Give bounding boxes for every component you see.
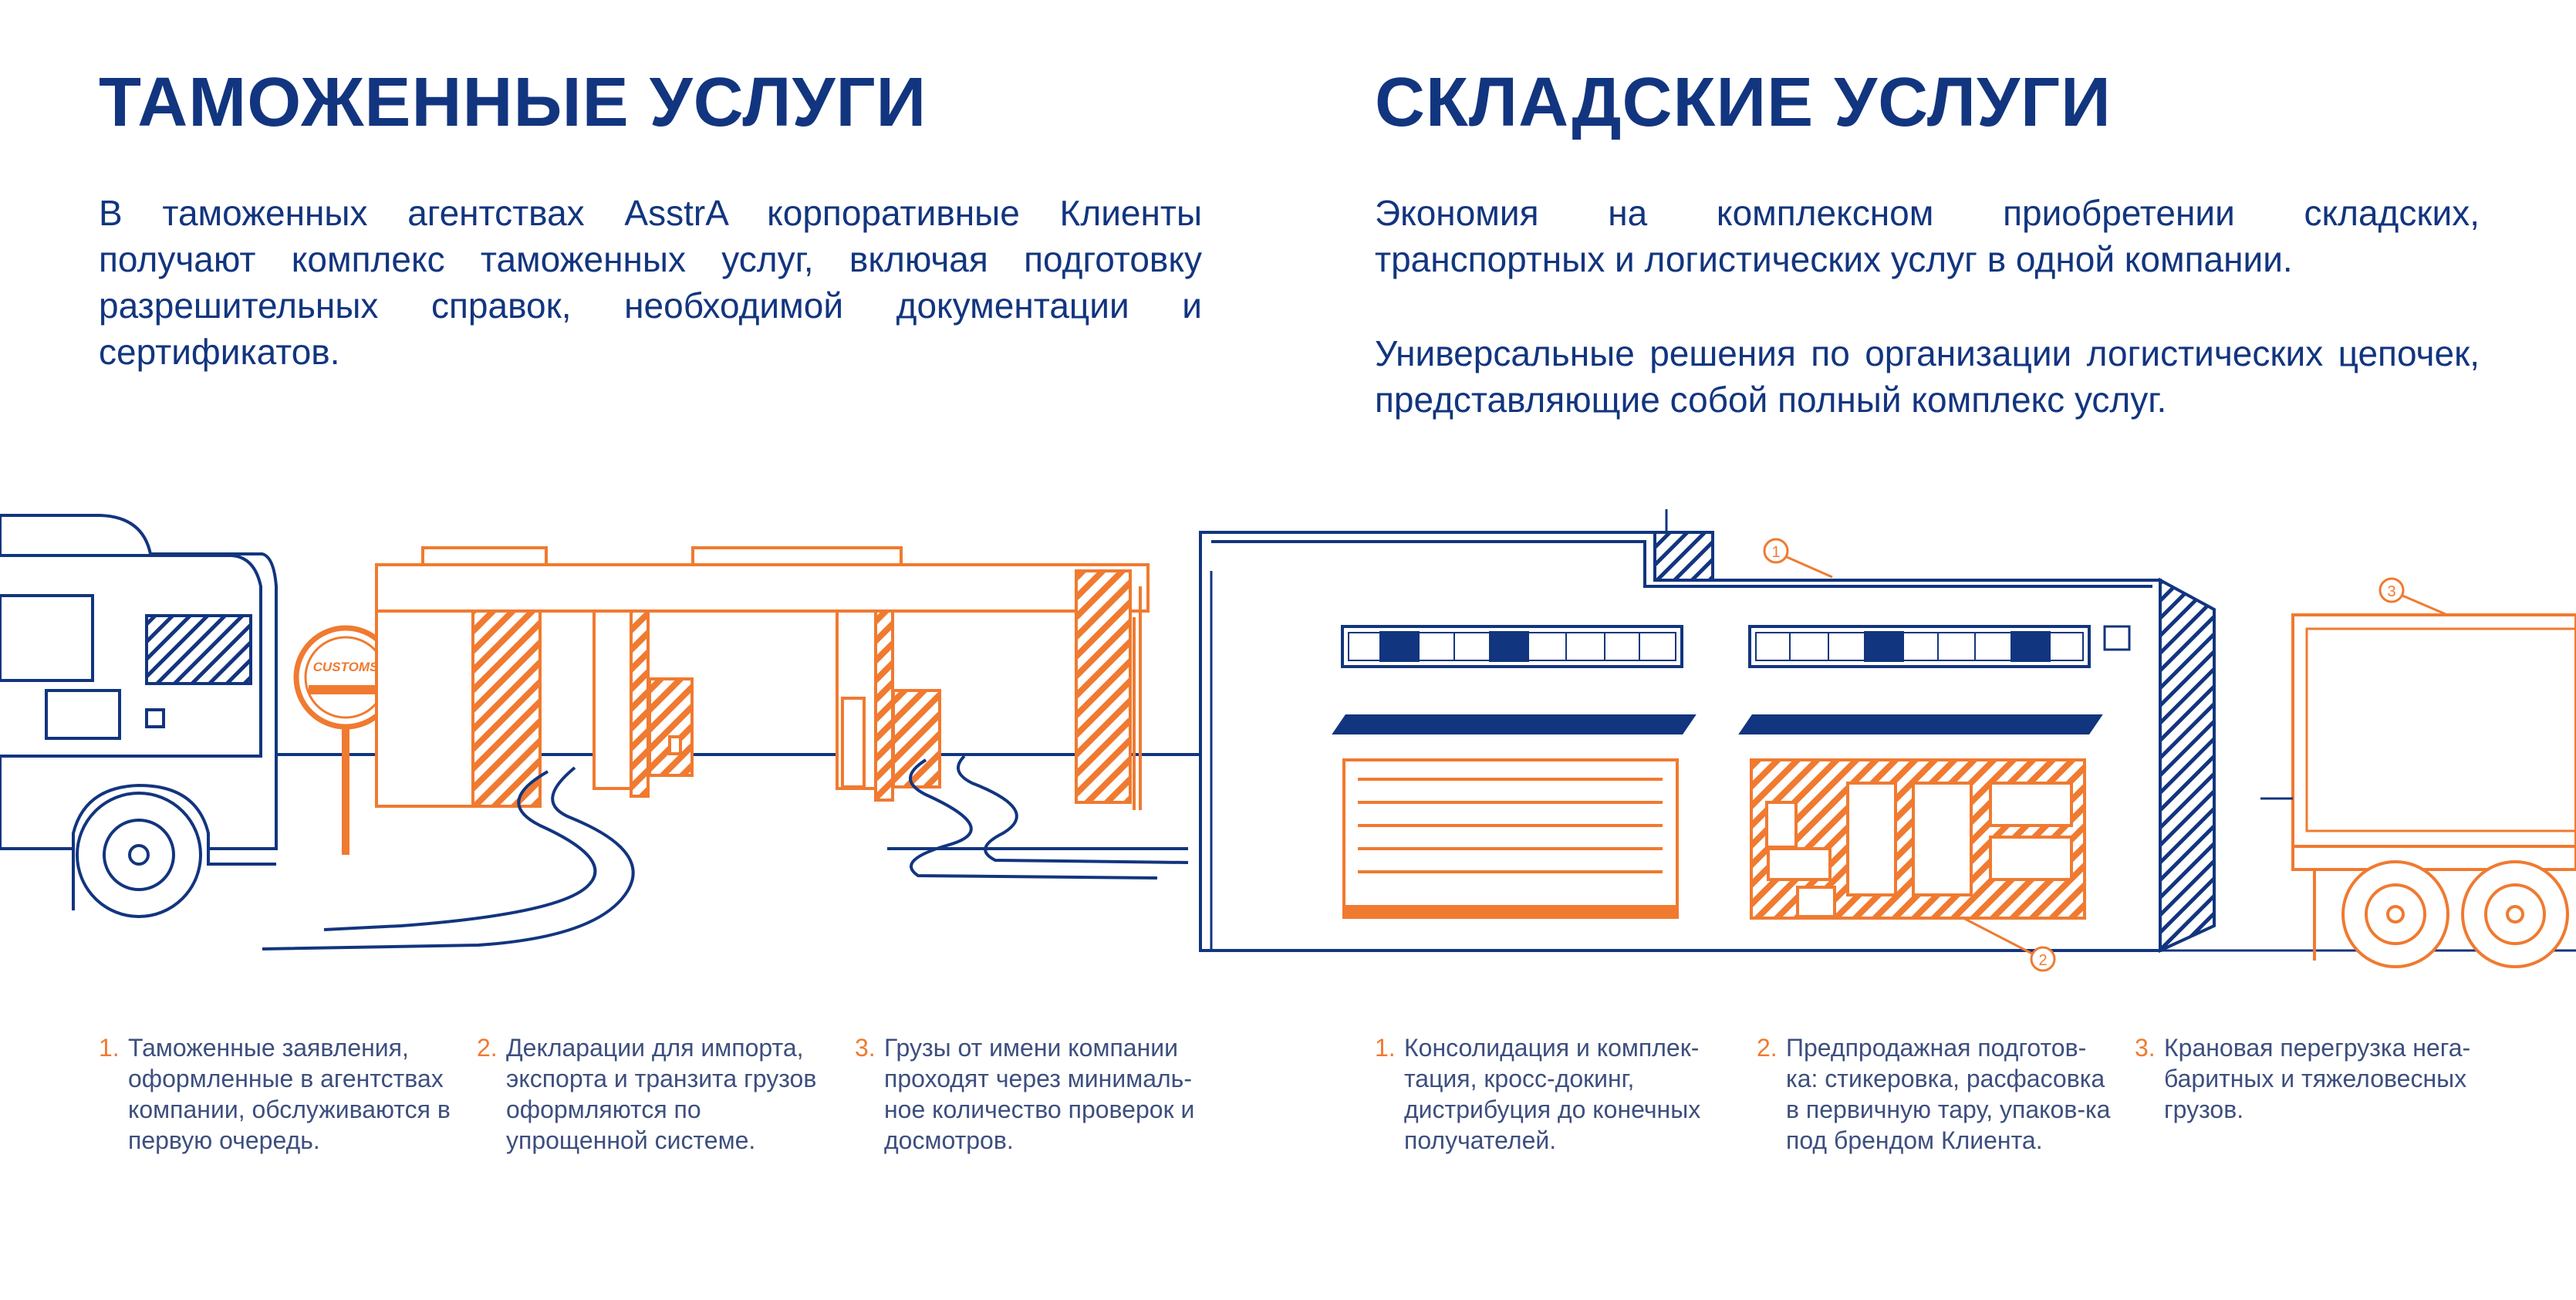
road-icon: [262, 755, 1189, 951]
customs-sign-icon: CUSTOMS: [293, 625, 398, 855]
trailer-icon: [2260, 613, 2576, 968]
warehouse-title: СКЛАДСКИЕ УСЛУГИ: [1375, 64, 2112, 141]
list-item: 1.Консолидация и комплек-тация, кросс-до…: [1375, 1034, 1701, 1154]
logistics-illustration: CUSTOMS: [0, 509, 2576, 972]
customs-title: ТАМОЖЕННЫЕ УСЛУГИ: [99, 64, 927, 141]
truck-cab-icon: [0, 514, 278, 918]
customs-paragraph: В таможенных агентствах AsstrA корпорати…: [99, 193, 1202, 372]
warehouse-paragraph-2: Универсальные решения по организации лог…: [1375, 333, 2480, 420]
svg-text:2: 2: [2038, 952, 2047, 969]
list-item: 3.Крановая перегрузка нега-баритных и тя…: [2135, 1034, 2471, 1123]
list-item: 3.Грузы от имени компании проходят через…: [855, 1034, 1195, 1154]
callout-3: 3: [2378, 577, 2446, 616]
customs-checkpoint-icon: [375, 546, 1150, 810]
list-item: 2.Предпродажная подготов-ка: стикеровка,…: [1757, 1034, 2111, 1154]
warehouse-paragraph-1: Экономия на комплексном приобретении скл…: [1375, 193, 2480, 279]
customs-sign-label: CUSTOMS: [313, 660, 379, 674]
loading-gates-icon: [1342, 758, 2086, 920]
list-item: 1.Таможенные заявления, оформленные в аг…: [99, 1034, 451, 1154]
callout-2: 2: [1963, 917, 2056, 972]
svg-text:1: 1: [1771, 544, 1780, 561]
svg-text:3: 3: [2387, 583, 2395, 600]
list-item: 2.Декларации для импорта, экспорта и тра…: [477, 1034, 817, 1154]
callout-1: 1: [1763, 538, 1833, 579]
